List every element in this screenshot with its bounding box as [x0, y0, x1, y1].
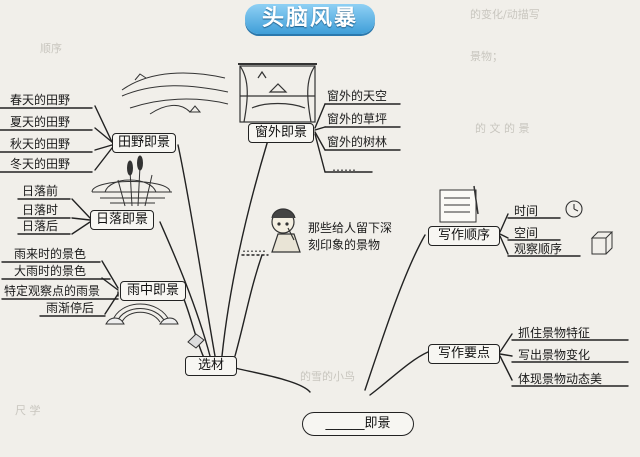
rain-item-3: 特定观察点的雨景 — [4, 284, 101, 298]
sunset-item-3: 日落后 — [22, 219, 59, 233]
clock-icon — [565, 200, 583, 218]
points-item-3: 体现景物动态美 — [518, 372, 603, 386]
rain-item-4: 雨渐停后 — [46, 301, 95, 315]
window-item-2: 窗外的草坪 — [327, 112, 388, 126]
root-blank: ______ — [325, 416, 365, 431]
points-item-2: 写出景物变化 — [518, 348, 591, 362]
notepad-icon — [439, 185, 479, 223]
root-node: ______即景 — [302, 412, 414, 436]
pen-icon — [187, 333, 205, 349]
order-item-3: 观察顺序 — [514, 242, 563, 256]
sunset-item-1: 日落前 — [22, 184, 59, 198]
field-item-3: 秋天的田野 — [10, 137, 71, 151]
field-item-2: 夏天的田野 — [10, 115, 71, 129]
root-label: 即景 — [364, 416, 391, 431]
order-item-1: 时间 — [514, 204, 539, 218]
sunset-item-2: 日落时 — [22, 203, 59, 217]
field-node: 田野即景 — [112, 133, 176, 153]
window-sketch — [238, 63, 317, 123]
window-item-4: …… — [332, 160, 356, 174]
order-node: 写作顺序 — [428, 226, 500, 246]
landscape-sketch — [121, 72, 229, 115]
box-icon — [590, 231, 614, 255]
window-node: 窗外即景 — [248, 123, 314, 143]
rain-node: 雨中即景 — [120, 281, 186, 301]
memory-text-2: 刻印象的景物 — [308, 238, 381, 252]
material-node: 选材 — [185, 356, 237, 376]
window-item-1: 窗外的天空 — [327, 89, 388, 103]
rain-item-2: 大雨时的景色 — [14, 264, 87, 278]
rainbow-sketch — [105, 303, 179, 325]
page-title: 头脑风暴 — [245, 4, 375, 34]
sunset-reeds-sketch — [91, 155, 172, 207]
memory-text-1: 那些给人留下深 — [308, 221, 393, 235]
points-node: 写作要点 — [428, 344, 500, 364]
field-item-4: 冬天的田野 — [10, 157, 71, 171]
thinking-person-sketch — [271, 208, 301, 253]
rain-item-1: 雨来时的景色 — [14, 247, 87, 261]
order-item-2: 空间 — [514, 226, 539, 240]
memory-dots: …… — [242, 241, 266, 255]
points-item-1: 抓住景物特征 — [518, 326, 591, 340]
window-item-3: 窗外的树林 — [327, 135, 388, 149]
sunset-node: 日落即景 — [90, 210, 154, 230]
field-item-1: 春天的田野 — [10, 93, 71, 107]
